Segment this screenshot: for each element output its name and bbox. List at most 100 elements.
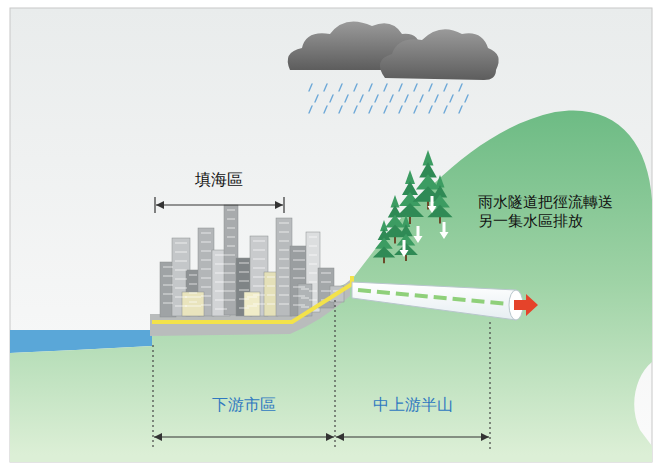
window-row [215,263,227,265]
raindrop [429,106,432,113]
runoff-arrow [400,240,409,257]
raindrop [405,95,408,102]
window-row [175,251,187,253]
window-row [163,266,173,268]
cloud [288,22,499,81]
window-row [163,293,173,295]
raindrop [429,84,432,91]
window-row [175,260,187,262]
window-row [279,267,289,269]
window-row [267,294,275,296]
trees [373,150,453,263]
window-row [239,298,249,300]
window-row [215,254,227,256]
window-row [185,296,201,298]
bracket [155,197,284,213]
raindrop [339,84,342,91]
window-row [215,308,227,310]
window-row [321,281,331,283]
raindrop [309,84,312,91]
tree [396,203,424,217]
raindrop [354,84,357,91]
window-row [227,281,235,283]
window-row [201,286,211,288]
raindrop [375,95,378,102]
window-row [189,274,197,276]
window-row [239,271,249,273]
raindrop [360,95,363,102]
dimension-lines [154,436,489,437]
raindrop [450,95,453,102]
building [182,292,204,316]
window-row [247,296,257,298]
window-row [253,249,265,251]
window-row [301,306,309,308]
window-row [309,245,317,247]
tunnel-note: 雨水隧道把徑流轉送 另一集水區排放 [478,193,621,231]
window-row [253,294,265,296]
city [160,205,344,317]
window-row [227,254,235,256]
window-row [163,302,173,304]
window-row [227,227,235,229]
window-row [253,240,265,242]
window-row [201,304,211,306]
window-row [239,262,249,264]
raindrop [330,95,333,102]
window-row [227,245,235,247]
window-row [175,269,187,271]
window-row [309,236,317,238]
window-row [189,301,197,303]
window-row [267,276,275,278]
window-row [279,231,289,233]
building [276,218,292,316]
tunnel [352,282,516,320]
window-row [227,290,235,292]
raindrop [369,84,372,91]
window-row [201,277,211,279]
drain-pipe [152,276,352,322]
window-row [227,209,235,211]
raindrop [435,95,438,102]
window-row [185,305,201,307]
raindrop [315,95,318,102]
window-row [189,283,197,285]
frame [10,8,652,462]
window-row [279,249,289,251]
window-row [227,272,235,274]
window-row [227,218,235,220]
window-row [293,268,305,270]
hill [10,110,652,462]
tunnel-flow [358,290,508,304]
zone-label: 下游市區 [212,395,276,415]
window-row [175,287,187,289]
window-row [201,241,211,243]
window-row [175,278,187,280]
window-row [215,272,227,274]
zone-label: 中上游半山 [373,395,453,415]
window-row [175,242,187,244]
window-row [201,295,211,297]
window-row [279,285,289,287]
window-row [201,268,211,270]
raindrop [459,106,462,113]
window-row [301,297,309,299]
window-row [227,236,235,238]
window-row [247,305,257,307]
window-row [201,250,211,252]
raindrop [339,106,342,113]
window-row [293,304,305,306]
window-row [267,285,275,287]
window-row [301,288,309,290]
window-row [253,258,265,260]
raindrop [459,84,462,91]
window-row [309,254,317,256]
window-row [279,303,289,305]
window-row [279,294,289,296]
raindrop [384,84,387,91]
window-row [279,222,289,224]
window-row [293,259,305,261]
window-row [309,263,317,265]
raindrop [369,106,372,113]
